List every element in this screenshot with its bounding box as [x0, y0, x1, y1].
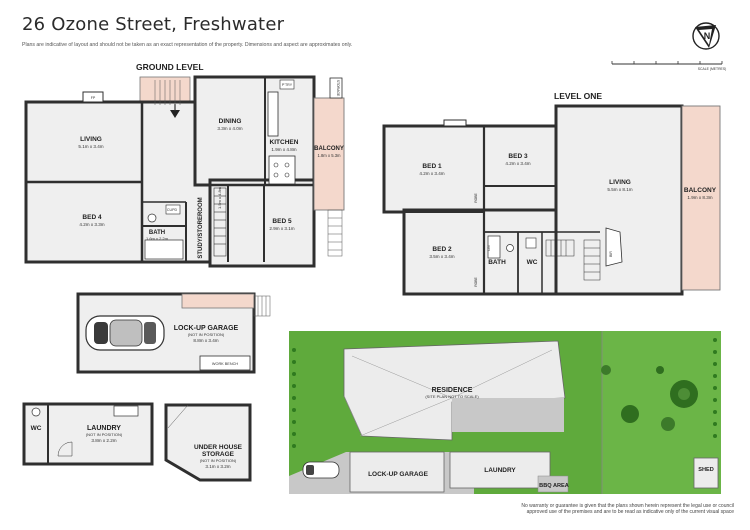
garage-note: (NOT IN POSITION) — [188, 332, 225, 337]
site-car-icon — [302, 461, 340, 479]
study-dim: 1.5m x 4.8m — [217, 186, 222, 209]
cupboard-label: CUPD — [167, 208, 178, 212]
level-one-plan — [382, 104, 721, 296]
balcony-ground-label: BALCONY — [314, 146, 344, 152]
page-title: 26 Ozone Street, Freshwater — [22, 14, 285, 35]
laundry-plan — [22, 402, 154, 466]
storage-ground-label: STORAGE — [336, 80, 340, 97]
storage-label-line1: UNDER HOUSE — [194, 444, 243, 451]
wc-laundry-label: WC — [31, 425, 42, 432]
site-garage-label: LOCK-UP GARAGE — [368, 471, 428, 478]
site-plan — [289, 331, 721, 494]
site-shed-label: SHED — [698, 467, 714, 473]
bed1-dim: 4.2m x 3.4m — [419, 171, 444, 176]
bed1-label: BED 1 — [422, 163, 442, 170]
entry-arrow-icon — [170, 110, 180, 118]
laundry-label: LAUNDRY — [87, 425, 121, 432]
site-bbq-label: BBQ AREA — [539, 483, 569, 489]
fireplace-label: FP — [91, 96, 96, 100]
dining-label: DINING — [219, 118, 242, 125]
ground-level-plan — [24, 75, 345, 268]
bed2-dim: 3.5m x 3.4m — [429, 254, 454, 259]
storage-note: (NOT IN POSITION) — [200, 458, 237, 463]
site-laundry-label: LAUNDRY — [484, 467, 516, 474]
bed3-label: BED 3 — [508, 153, 528, 160]
car-icon — [85, 315, 165, 351]
balcony-ground — [313, 97, 345, 211]
bath-ground-dim: 1.6m x 2.2m — [146, 236, 169, 241]
site-residence-label: RESIDENCE — [432, 387, 473, 394]
site-residence-note: (SITE PLAN NOT TO SCALE) — [425, 394, 479, 399]
balcony-ground-dim: 1.8m x 5.3m — [317, 153, 341, 158]
robe-label-one: ROBE — [474, 192, 478, 202]
bed3-dim: 4.2m x 3.4m — [505, 161, 530, 166]
balcony-one-label: BALCONY — [684, 187, 717, 194]
wc-one-label: WC — [527, 259, 538, 266]
dining-dim: 3.3m x 4.0m — [217, 126, 242, 131]
garage-label: LOCK-UP GARAGE — [174, 325, 239, 332]
garage-plan — [76, 292, 271, 374]
tree-icons — [601, 365, 698, 431]
footer-disclaimer: No warranty or guarantee is given that t… — [521, 503, 734, 516]
scale-bar: SCALE (METRES) — [611, 61, 726, 71]
kitchen-label: KITCHEN — [270, 139, 299, 146]
laundry-note: (NOT IN POSITION) — [86, 432, 123, 437]
linen-label: LIN — [487, 245, 491, 251]
bed4-dim: 4.2m x 3.3m — [79, 222, 104, 227]
balcony-level-one — [681, 105, 721, 291]
living-one-label: LIVING — [609, 179, 631, 186]
bed5-dim: 2.9m x 3.1m — [269, 226, 294, 231]
disclaimer: Plans are indicative of layout and shoul… — [22, 42, 353, 48]
bir-label: BIR — [609, 251, 613, 257]
laundry-dim: 3.8m x 2.2m — [91, 438, 116, 443]
bed4-label: BED 4 — [82, 214, 102, 221]
storage-dim: 3.1m x 3.2m — [205, 464, 230, 469]
work-bench-label: WORK BENCH — [212, 362, 238, 366]
balcony-one-dim: 1.9m x 8.3m — [687, 195, 712, 200]
robe-label-two: ROBE — [474, 276, 478, 286]
living-one-dim: 5.5m x 8.1m — [607, 187, 632, 192]
scale-label: SCALE (METRES) — [698, 67, 726, 71]
living-dim: 5.1m x 3.4m — [78, 144, 103, 149]
bath-ground-label: BATH — [149, 230, 165, 236]
compass-letter: N — [704, 31, 711, 41]
bed5-label: BED 5 — [272, 218, 292, 225]
kitchen-dim: 1.9m x 4.8m — [271, 147, 296, 152]
bed2-label: BED 2 — [432, 246, 452, 253]
storage-label-line2: STORAGE — [202, 451, 235, 458]
ground-level-label: GROUND LEVEL — [136, 62, 204, 72]
living-label: LIVING — [80, 136, 102, 143]
study-label: STUDY/STOREROOM — [198, 197, 204, 258]
pantry-label: P'TRY — [282, 83, 293, 87]
storage-plan — [164, 403, 252, 482]
north-compass: N — [692, 22, 720, 50]
level-one-label: LEVEL ONE — [554, 91, 602, 101]
bath-one-label: BATH — [488, 259, 506, 266]
garage-dim: 8.8m x 3.4m — [193, 338, 218, 343]
